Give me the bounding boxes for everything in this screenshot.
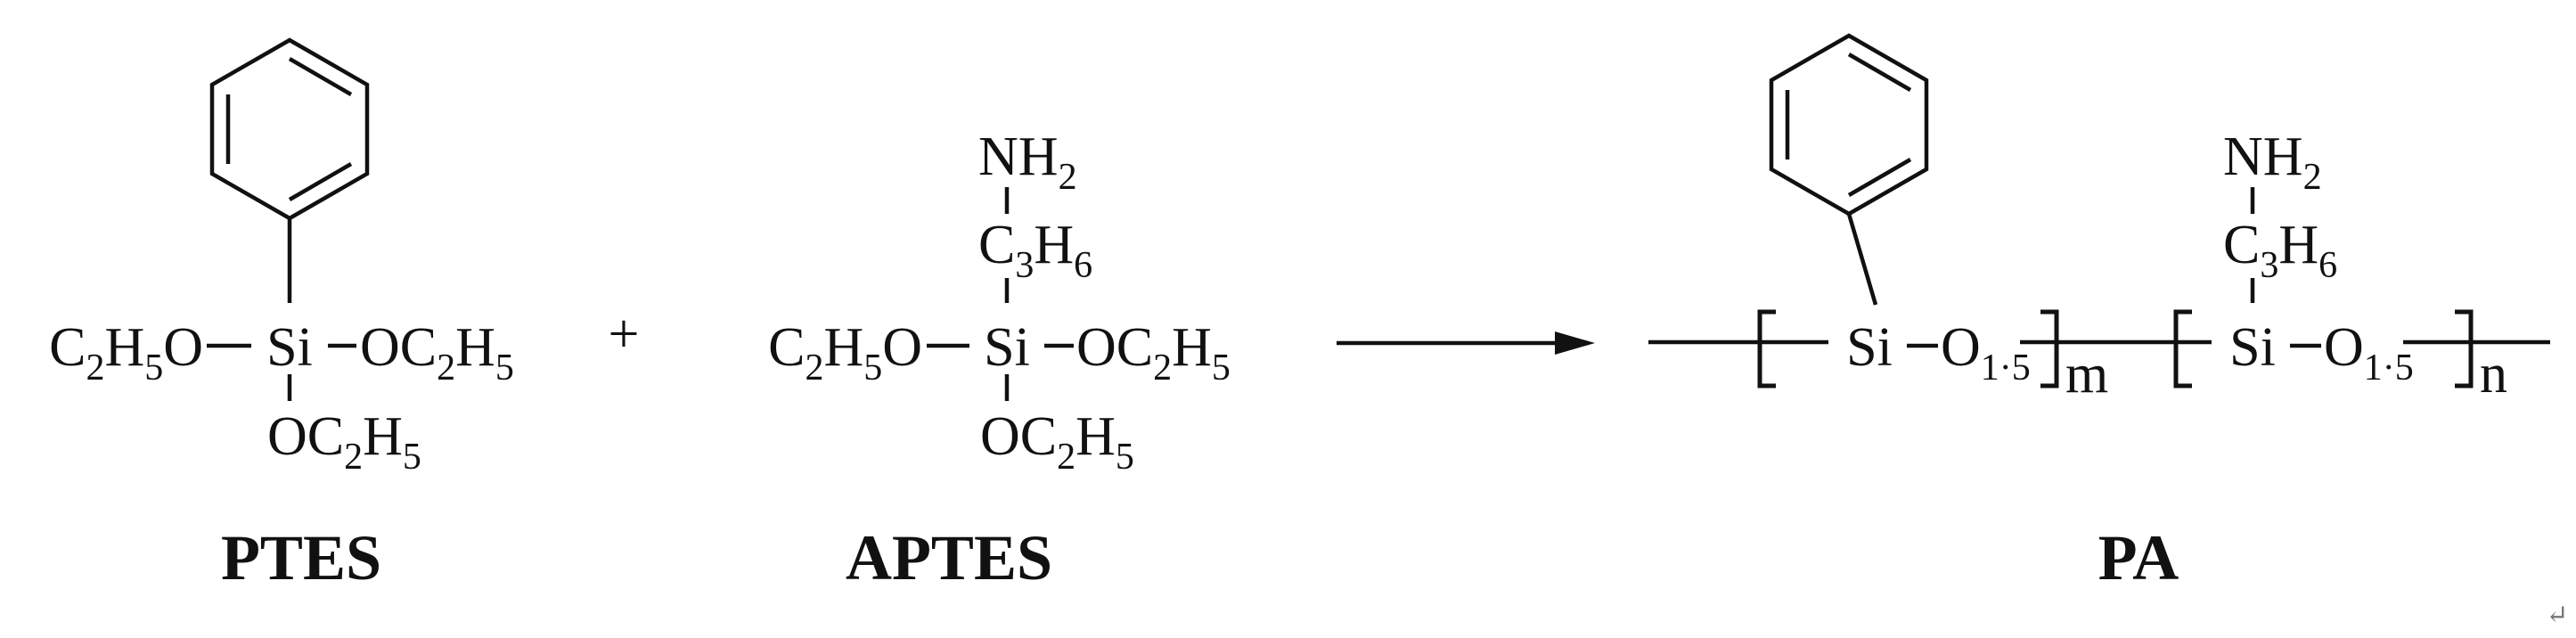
pa-right-bracket-m (2040, 309, 2059, 389)
pa-amino-group: NH2 (2223, 127, 2322, 198)
pa-ring-si-bond (1846, 213, 1878, 306)
aptes-bottom-ethoxy: OC2H5 (980, 406, 1134, 478)
aptes-amino-group: NH2 (978, 127, 1077, 198)
pa-unit-n: NH2 C3H6 Si O1·5 n (2173, 127, 2507, 405)
plus-sign: + (609, 304, 640, 364)
ptes-left-ethoxy: C2H5O (49, 317, 203, 389)
ptes-phenyl-double-bonds (225, 57, 353, 201)
ptes-label: PTES (221, 522, 381, 593)
ptes-right-ethoxy: OC2H5 (360, 317, 514, 389)
aptes-silicon: Si (984, 317, 1030, 378)
pa-label: PA (2098, 522, 2179, 593)
ptes-bottom-ethoxy: OC2H5 (267, 406, 421, 478)
pa-silicon-m: Si (1846, 317, 1893, 378)
pa-silicon-n: Si (2229, 317, 2276, 378)
pa-unit-m: Si O1·5 m (1757, 33, 2108, 405)
pa-polymer: Si O1·5 m NH2 C3H6 Si O1·5 n PA (1648, 33, 2550, 593)
pa-subscript-n: n (2480, 344, 2507, 405)
return-mark: ↵ (2546, 601, 2568, 630)
aptes-molecule: NH2 C3H6 C2H5O Si OC2H5 OC2H5 APTES (768, 127, 1231, 593)
pa-oxygen-m: O1·5 (1941, 317, 2031, 389)
pa-phenyl-double-bonds (1785, 53, 1912, 197)
pa-right-bracket-n (2455, 309, 2474, 389)
ptes-phenyl-ring (209, 37, 370, 221)
pa-subscript-m: m (2065, 344, 2108, 405)
pa-oxygen-n: O1·5 (2324, 317, 2414, 389)
aptes-label: APTES (846, 522, 1052, 593)
aptes-left-ethoxy: C2H5O (768, 317, 922, 389)
aptes-right-ethoxy: OC2H5 (1076, 317, 1231, 389)
ptes-silicon: Si (266, 317, 313, 378)
reaction-arrow (1337, 331, 1595, 355)
pa-propyl-group: C3H6 (2223, 215, 2337, 286)
ptes-molecule: C2H5O Si OC2H5 OC2H5 PTES (49, 37, 514, 593)
pa-phenyl-ring (1769, 33, 1929, 217)
pa-left-bracket-m (1757, 309, 1776, 389)
pa-left-bracket-n (2173, 309, 2192, 389)
aptes-propyl-group: C3H6 (978, 215, 1092, 286)
